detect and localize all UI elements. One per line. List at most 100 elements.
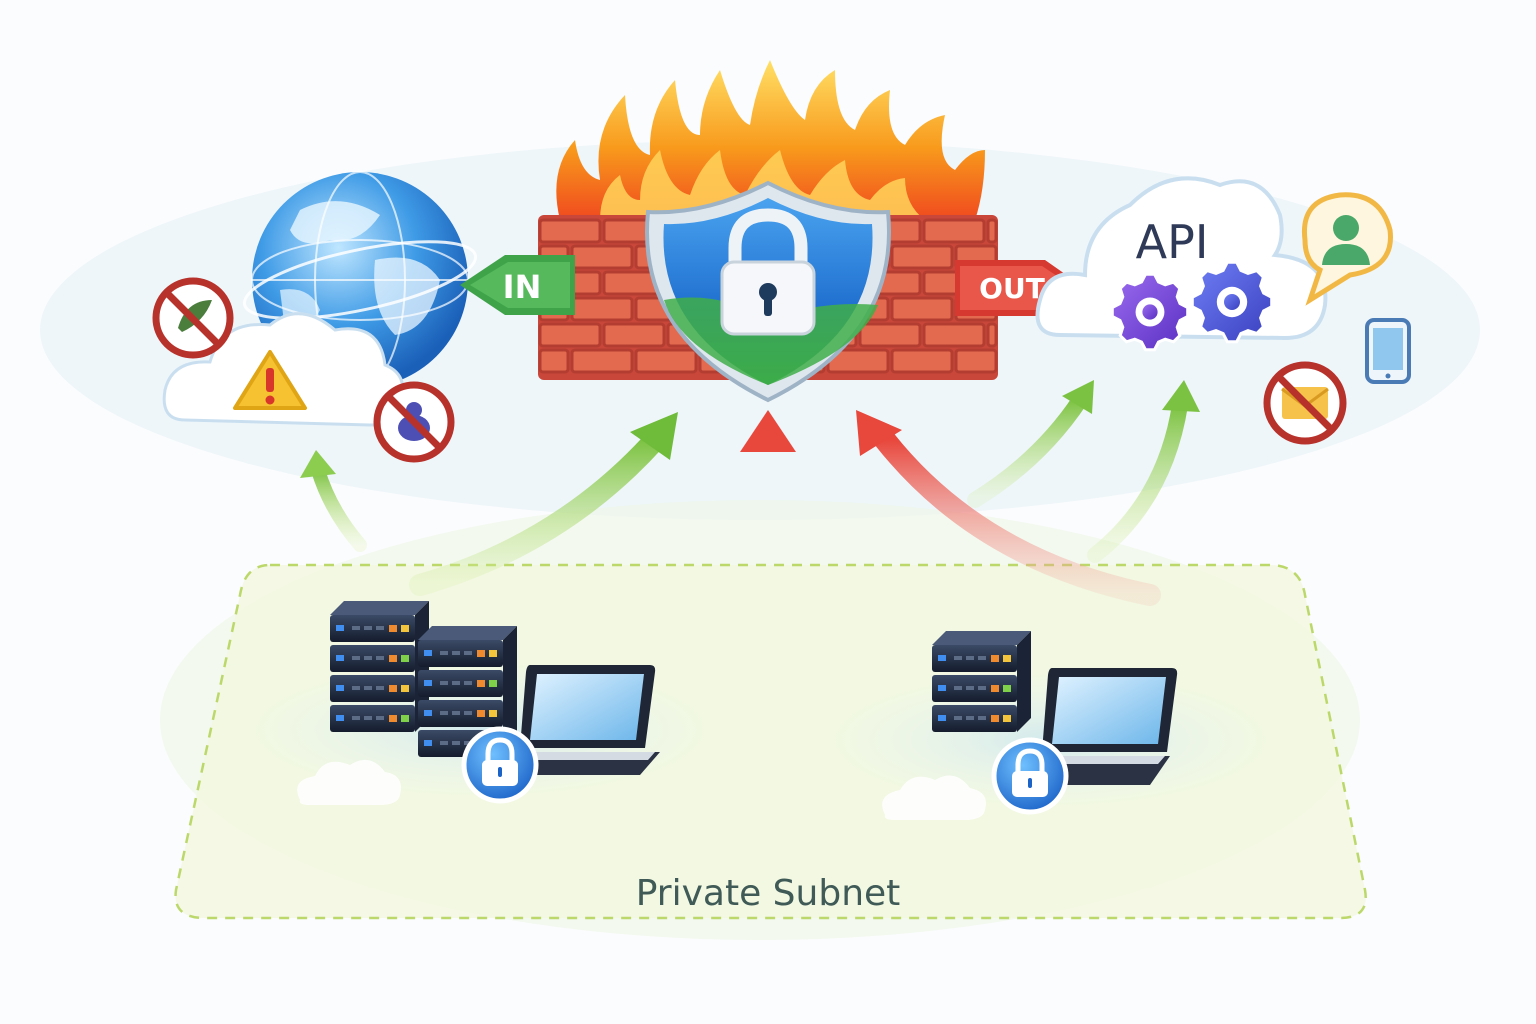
- brick: [538, 322, 602, 348]
- brick: [922, 218, 986, 244]
- server-led: [389, 715, 397, 722]
- server-slot: [464, 681, 472, 685]
- server-led: [477, 650, 485, 657]
- server-slot: [464, 711, 472, 715]
- server-led: [938, 715, 946, 721]
- server-led: [938, 655, 946, 661]
- allowed-arrow-head: [300, 450, 336, 478]
- server-slot: [464, 741, 472, 745]
- allowed-arrow-to-api-2: [1087, 397, 1188, 563]
- api-label: API: [1136, 215, 1209, 269]
- server-led: [424, 680, 432, 686]
- server-unit: [418, 670, 503, 697]
- rack-side: [1017, 631, 1031, 732]
- server-slot: [954, 716, 962, 720]
- server-led: [389, 685, 397, 692]
- server-led: [401, 625, 409, 632]
- blocked-malware-icon: [152, 277, 234, 359]
- server-slot: [966, 686, 974, 690]
- brick: [858, 322, 922, 348]
- brick: [570, 348, 634, 374]
- server-led: [336, 685, 344, 691]
- server-slot: [966, 716, 974, 720]
- rack-top: [330, 601, 429, 615]
- brick: [538, 348, 570, 374]
- server-slot: [364, 716, 372, 720]
- outbound-label: OUT: [979, 272, 1045, 305]
- server-slot: [364, 626, 372, 630]
- server-led: [389, 625, 397, 632]
- server-led: [1003, 715, 1011, 722]
- rack-top: [418, 626, 517, 640]
- user-chat-bubble-icon: [1301, 192, 1393, 306]
- server-slot: [440, 711, 448, 715]
- mobile-phone-icon: [1365, 318, 1411, 384]
- blocked-arrow-head: [740, 410, 796, 452]
- server-unit: [330, 615, 415, 642]
- brick: [890, 348, 954, 374]
- server-led: [424, 710, 432, 716]
- server-led: [991, 655, 999, 662]
- brick: [570, 296, 634, 322]
- server-led: [938, 685, 946, 691]
- server-led: [477, 710, 485, 717]
- allowed-arrow-to-internet: [311, 463, 367, 552]
- server-unit: [418, 640, 503, 667]
- server-led: [489, 680, 497, 687]
- allowed-arrow-to-firewall: [409, 429, 666, 596]
- lock-badge-icon: [461, 726, 539, 804]
- server-led: [401, 715, 409, 722]
- server-led: [336, 715, 344, 721]
- server-slot: [352, 656, 360, 660]
- brick: [634, 348, 698, 374]
- blocked-bug-icon: [373, 381, 455, 463]
- inbound-arrow: [460, 255, 575, 315]
- server-led: [401, 655, 409, 662]
- lock-badge-icon: [991, 737, 1069, 815]
- subnet-label: Private Subnet: [636, 873, 901, 914]
- server-unit: [330, 675, 415, 702]
- rack-side: [503, 626, 517, 757]
- server-slot: [364, 686, 372, 690]
- brick: [890, 244, 954, 270]
- server-led: [401, 685, 409, 692]
- server-slot: [364, 656, 372, 660]
- server-slot: [440, 651, 448, 655]
- server-slot: [464, 651, 472, 655]
- server-slot: [440, 741, 448, 745]
- brick: [602, 322, 666, 348]
- allowed-arrow-head: [1162, 380, 1200, 412]
- brick: [954, 348, 998, 374]
- server-slot: [978, 716, 986, 720]
- brick: [570, 244, 634, 270]
- server-slot: [352, 686, 360, 690]
- laptop-left: [485, 665, 660, 775]
- decorative-cloud: [297, 759, 986, 820]
- server-led: [424, 740, 432, 746]
- inbound-label: IN: [503, 268, 542, 306]
- server-unit: [932, 705, 1017, 732]
- brick: [986, 218, 998, 244]
- server-unit: [330, 645, 415, 672]
- server-slot: [954, 656, 962, 660]
- server-slot: [966, 656, 974, 660]
- server-led: [477, 680, 485, 687]
- server-led: [336, 625, 344, 631]
- blocked-arrow-head: [856, 410, 902, 456]
- server-rack-left-back: [330, 601, 429, 732]
- gear-hub-center: [1224, 294, 1240, 310]
- server-slot: [352, 716, 360, 720]
- blocked-email-icon: [1263, 361, 1347, 445]
- server-led: [424, 650, 432, 656]
- server-slot: [376, 686, 384, 690]
- server-led: [489, 650, 497, 657]
- brick: [890, 296, 954, 322]
- padlock-icon: [720, 208, 816, 336]
- gear-icon: [1110, 260, 1274, 352]
- brick: [986, 322, 998, 348]
- server-unit: [330, 705, 415, 732]
- warning-icon: [233, 350, 307, 410]
- server-led: [489, 710, 497, 717]
- server-slot: [452, 711, 460, 715]
